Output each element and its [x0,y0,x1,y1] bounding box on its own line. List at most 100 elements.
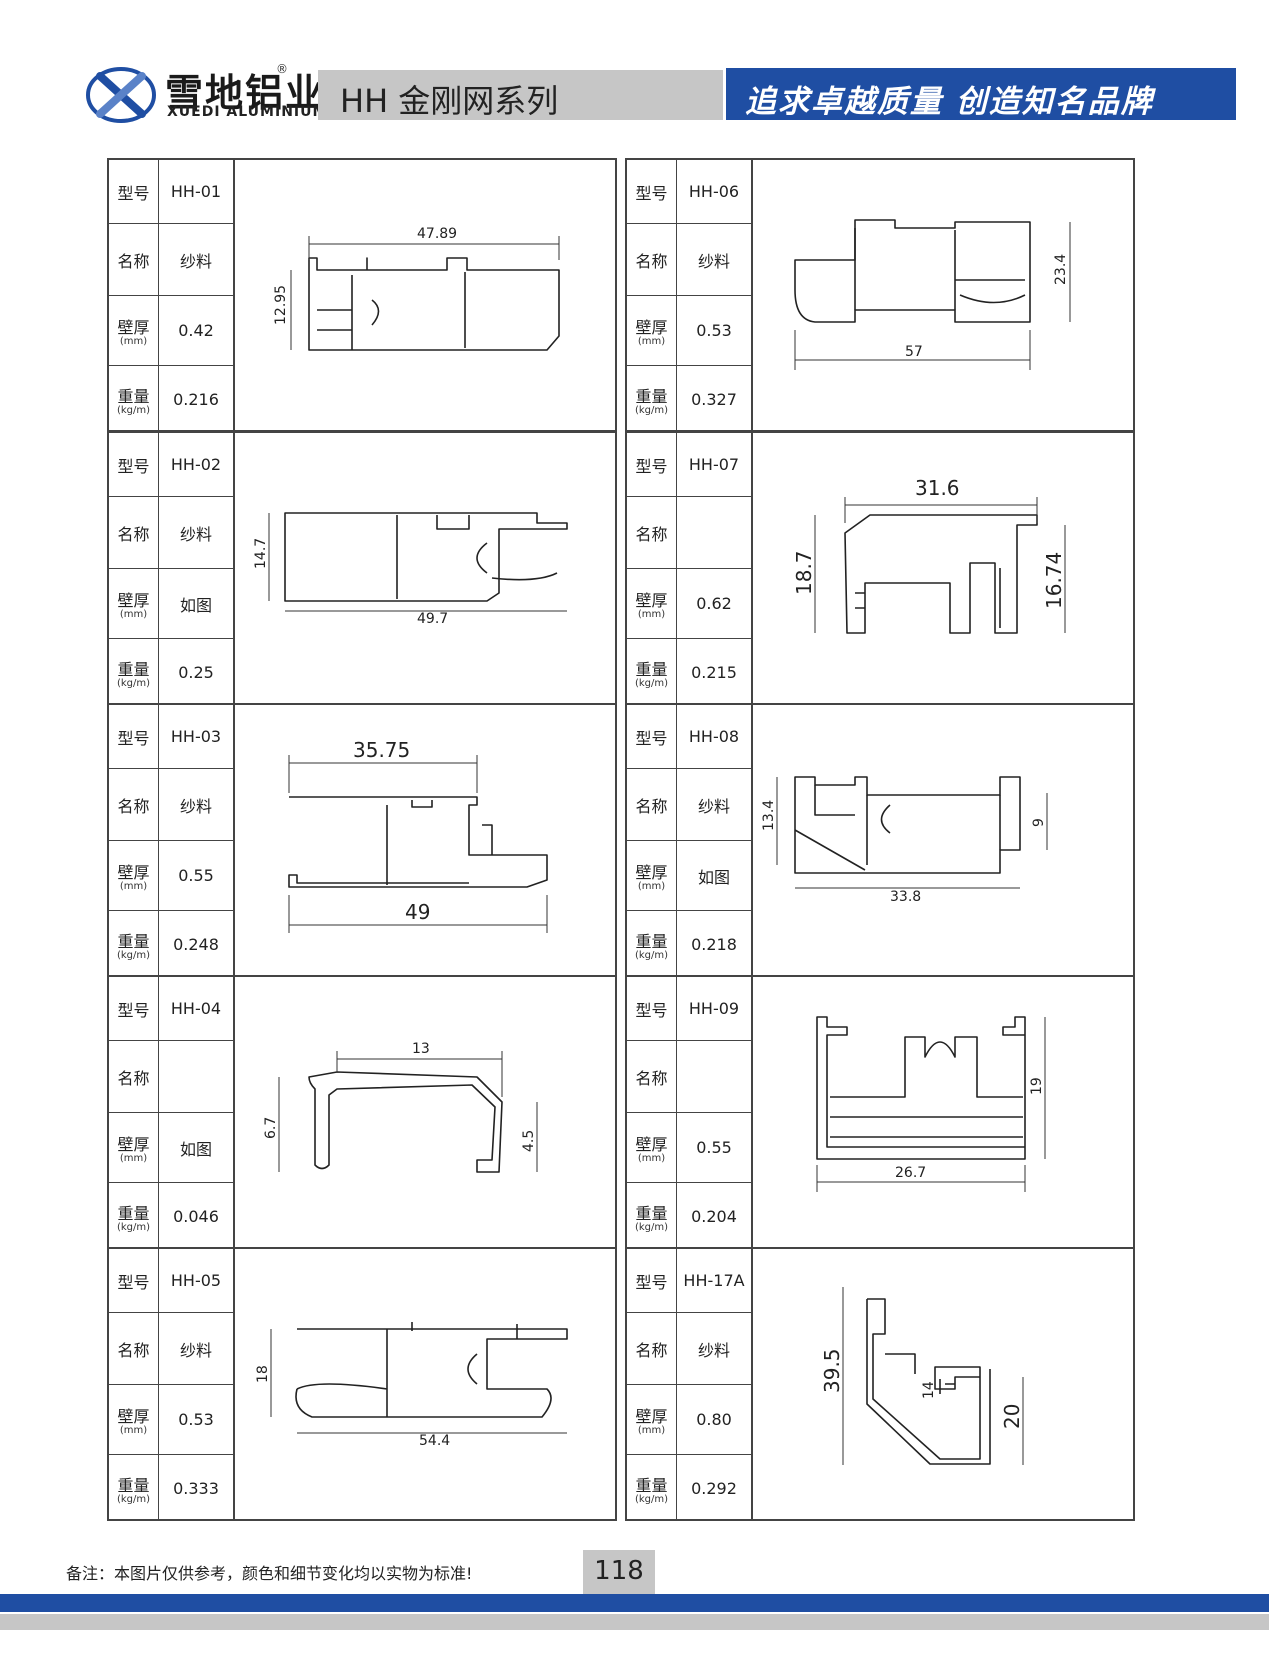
spec-row-thickness: 壁厚(mm)0.55 [627,1113,751,1183]
weight-value: 0.292 [691,1478,737,1498]
model-value: HH-06 [688,182,740,201]
page-number: 118 [594,1556,644,1586]
spec-row-weight: 重量(kg/m)0.292 [627,1455,751,1521]
profile-drawing-hh-03: 35.75 49 [237,705,617,975]
spec-row-thickness: 壁厚(mm)0.80 [627,1385,751,1455]
svg-text:18: 18 [255,1365,271,1383]
svg-text:6.7: 6.7 [263,1117,279,1139]
spec-row-thickness: 壁厚(mm)0.53 [627,296,751,366]
svg-text:13.4: 13.4 [761,800,777,831]
model-value: HH-01 [170,182,222,201]
spec-row-weight: 重量(kg/m)0.046 [109,1183,233,1249]
weight-value: 0.25 [178,662,214,682]
thickness-value: 0.55 [696,1138,732,1157]
registered-mark: ® [276,62,288,76]
spec-row-name: 名称 [109,1041,233,1113]
profile-drawing-hh-02: 49.7 14.7 [237,433,617,703]
spec-row-name: 名称纱料 [109,1313,233,1385]
thickness-value: 0.42 [178,321,214,340]
name-value: 纱料 [179,251,212,271]
spec-row-weight: 重量(kg/m)0.216 [109,366,233,432]
spec-row-thickness: 壁厚(mm)0.53 [109,1385,233,1455]
profile-drawing-hh-09: 26.7 19 [755,977,1135,1247]
weight-value: 0.215 [691,662,737,682]
spec-row-name: 名称纱料 [109,224,233,296]
name-value [677,497,751,568]
spec-row-name: 名称 [627,497,751,569]
spec-row-weight: 重量(kg/m)0.327 [627,366,751,432]
spec-row-name: 名称纱料 [627,1313,751,1385]
model-value: HH-02 [170,455,222,474]
weight-value: 0.248 [173,934,219,954]
svg-text:9: 9 [1031,818,1047,827]
thickness-value: 0.80 [696,1410,732,1429]
weight-value: 0.216 [173,389,219,409]
name-value [159,1041,233,1112]
weight-value: 0.327 [691,389,737,409]
profile-drawing-hh-01: 47.89 12.95 [237,160,617,430]
model-value: HH-07 [688,455,740,474]
profile-drawing-hh-08: 33.8 13.4 9 [755,705,1135,975]
svg-text:31.6: 31.6 [915,476,960,500]
slogan-bar [726,68,1236,120]
series-title: HH 金刚网系列 [340,82,559,120]
footer-blue-band [0,1594,1269,1612]
spec-row-name: 名称纱料 [627,224,751,296]
profile-drawing-hh-07: 31.6 18.7 16.74 [755,433,1135,703]
name-value: 纱料 [697,1340,730,1360]
weight-value: 0.218 [691,934,737,954]
thickness-value: 如图 [697,867,730,887]
svg-text:49: 49 [405,900,430,924]
svg-text:19: 19 [1029,1077,1045,1095]
profile-drawing-hh-04: 13 6.7 4.5 [237,977,617,1247]
series-title-bar [318,70,723,120]
spec-row-thickness: 壁厚(mm)0.62 [627,569,751,639]
spec-row-name: 名称纱料 [109,497,233,569]
thickness-value: 如图 [179,595,212,615]
weight-value: 0.204 [691,1206,737,1226]
spec-row-weight: 重量(kg/m)0.215 [627,639,751,705]
thickness-value: 如图 [179,1139,212,1159]
name-value: 纱料 [179,524,212,544]
spec-row-weight: 重量(kg/m)0.333 [109,1455,233,1521]
svg-text:54.4: 54.4 [419,1433,450,1449]
spec-row-weight: 重量(kg/m)0.218 [627,911,751,977]
thickness-value: 0.55 [178,866,214,885]
page-number-box [583,1550,655,1594]
model-value: HH-17A [683,1271,745,1290]
svg-text:13: 13 [412,1041,430,1057]
svg-text:33.8: 33.8 [890,889,921,905]
thickness-value: 0.62 [696,594,732,613]
footer-gray-band [0,1614,1269,1630]
name-value [677,1041,751,1112]
model-value: HH-04 [170,999,222,1018]
spec-row-thickness: 壁厚(mm)如图 [627,841,751,911]
svg-text:4.5: 4.5 [521,1130,537,1152]
brand-name-en: XUEDI ALUMINIUM [167,104,328,120]
profile-drawing-hh-06: 57 23.4 [755,160,1135,430]
brand-name-cn: 雪地铝业 [165,71,326,115]
svg-text:12.95: 12.95 [273,285,289,325]
spec-row-name: 名称纱料 [627,769,751,841]
